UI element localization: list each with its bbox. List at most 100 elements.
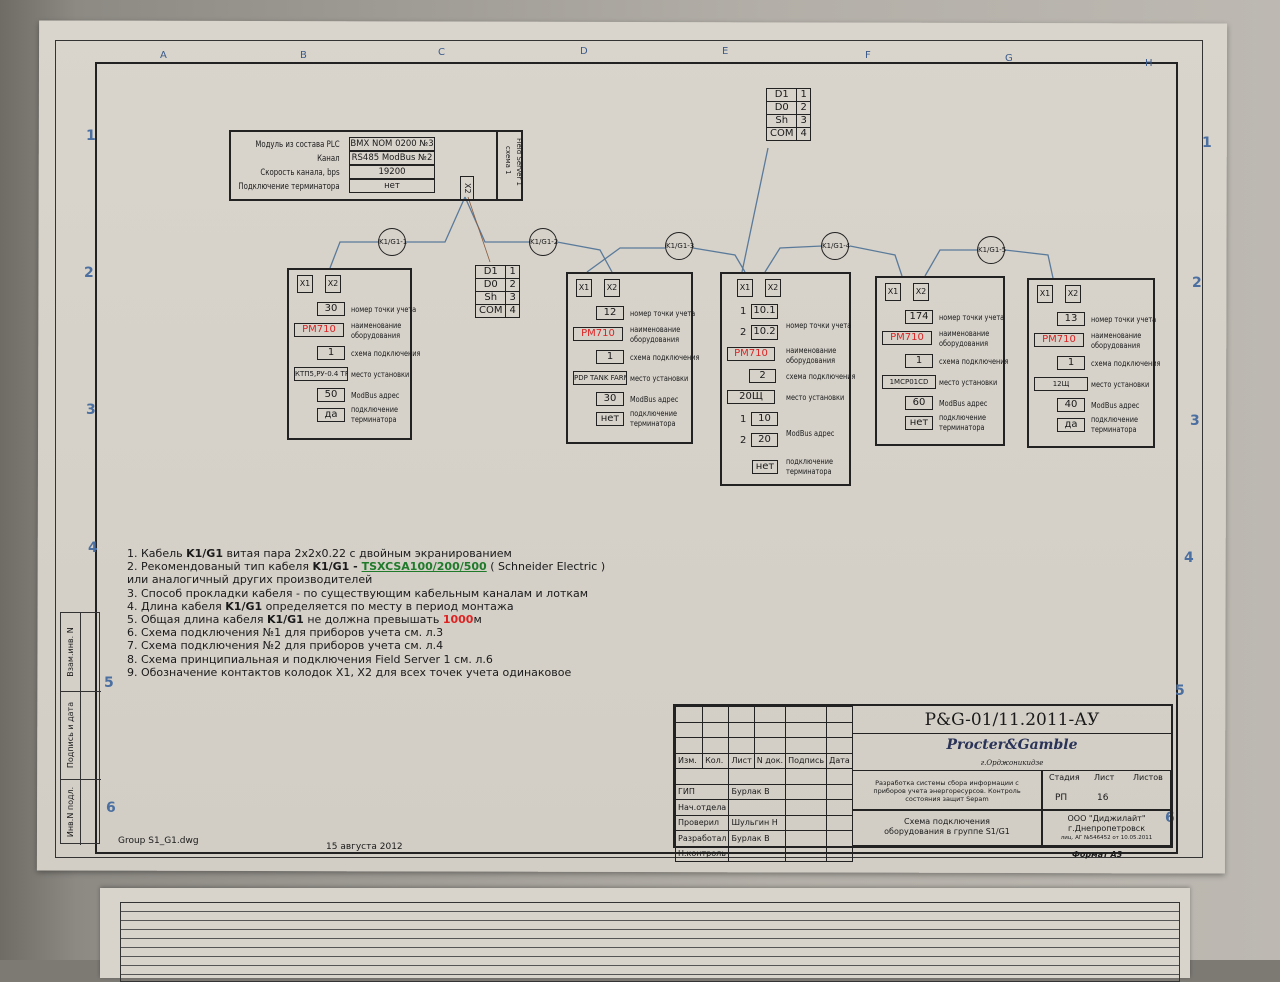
address-index: 1 — [740, 414, 747, 425]
notes: 1. Кабель K1/G1 витая пара 2x2x0.22 с дв… — [127, 547, 605, 679]
install-place: КТП5,РУ-0.4 TR1 — [294, 367, 348, 381]
row-label: 4 — [88, 540, 98, 556]
install-place: 12Щ — [1034, 377, 1088, 391]
point-number: 30 — [317, 302, 345, 316]
note-text: 5. Общая длина кабеля — [127, 613, 267, 627]
address-index: 2 — [740, 435, 747, 446]
role: ГИП — [674, 783, 730, 800]
note-text: не должна превышать — [303, 613, 443, 627]
terminal-signal: COM — [474, 304, 507, 318]
row-label: 3 — [1190, 413, 1200, 429]
terminal-signal: Sh — [474, 291, 507, 305]
row-label: 6 — [106, 800, 116, 816]
cable-label: K1/G1-5 — [977, 236, 1006, 264]
plc-label: Подключение терминатора — [238, 182, 340, 192]
col-label: C — [438, 47, 445, 58]
project-title: Разработка системы сбора информации с пр… — [852, 770, 1042, 810]
note-5: 5. Общая длина кабеля K1/G1 не должна пр… — [127, 613, 605, 626]
wire — [849, 245, 903, 277]
row-label: 6 — [1165, 810, 1175, 826]
file-name: Group S1_G1.dwg — [118, 836, 199, 846]
equipment-name: PM710 — [882, 331, 932, 345]
meter-box: X1 X2 30 номер точки учета PM710 наимено… — [287, 268, 421, 440]
terminal-pin: 4 — [796, 127, 811, 141]
sheet-number: 16 — [1097, 793, 1109, 803]
field-label: схема подключения — [630, 353, 700, 362]
col-label: F — [865, 50, 871, 61]
field-label: оборудования — [351, 331, 401, 340]
plc-port-x2: X2 — [460, 176, 474, 200]
scheme-number: 1 — [317, 346, 345, 360]
field-label: наименование — [939, 329, 990, 338]
company-name: Procter&Gamble — [852, 734, 1171, 756]
terminator-value: да — [317, 408, 345, 422]
modbus-address: 20 — [751, 433, 778, 447]
scheme-number: 2 — [749, 369, 776, 383]
note-4: 4. Длина кабеля K1/G1 определяется по ме… — [127, 600, 605, 613]
note-6: 6. Схема подключения №1 для приборов уче… — [127, 626, 444, 640]
format-label: Формат А3 — [1072, 850, 1123, 859]
terminator-value: нет — [752, 460, 778, 474]
col-label: H — [1145, 58, 1153, 69]
field-label: ModBus адрес — [351, 391, 400, 400]
terminal-x2: X2 — [913, 283, 929, 301]
field-label: терминатора — [939, 423, 985, 432]
terminal-pin: 1 — [505, 265, 520, 279]
field-label: номер точки учета — [351, 305, 417, 314]
modbus-address: 40 — [1057, 398, 1085, 412]
field-label: подключение — [786, 457, 834, 466]
side-stamp: Взам.инв. N Подпись и дата Инв.N подл. — [60, 612, 101, 845]
install-place: 20Щ — [727, 390, 775, 404]
row-label: 2 — [84, 265, 94, 281]
terminal-signal: D1 — [765, 88, 798, 102]
role: Проверил — [674, 814, 730, 831]
field-label: номер точки учета — [939, 313, 1005, 322]
field-label: оборудования — [630, 335, 680, 344]
stage-table: Стадия Лист Листов РП 16 — [1042, 770, 1171, 810]
field-label: место установки — [351, 370, 410, 379]
note-text: 2. Рекомендованый тип кабеля — [127, 560, 313, 574]
terminal-x1: X1 — [885, 283, 901, 301]
note-8: 8. Схема принципиальная и подключения Fi… — [127, 652, 493, 666]
terminal-signal: D1 — [474, 265, 507, 279]
note-text: м — [473, 613, 482, 627]
plc-value: RS485 ModBus №2 — [349, 151, 435, 165]
drawing-content: A B C D E F G H 1 2 3 4 5 6 1 2 3 4 5 6 … — [55, 40, 1212, 862]
note-2: 2. Рекомендованый тип кабеля K1/G1 - TSX… — [127, 560, 605, 573]
equipment-name: PM710 — [1034, 333, 1084, 347]
scheme-label: схема 1 — [504, 146, 512, 175]
inner-frame — [95, 62, 1178, 854]
terminal-signal: Sh — [765, 114, 798, 128]
scheme-number: 1 — [1057, 356, 1085, 370]
signer — [728, 845, 787, 862]
equipment-name: PM710 — [727, 347, 775, 361]
field-label: подключение — [939, 413, 987, 422]
rev-header: Лист — [728, 752, 755, 769]
wire — [692, 247, 746, 273]
point-number: 13 — [1057, 312, 1085, 326]
note-text: витая пара 2x2x0.22 с двойным экранирова… — [223, 547, 512, 560]
field-label: ModBus адрес — [939, 399, 988, 408]
row-label: 5 — [1175, 683, 1185, 699]
cable-id: K1/G1 — [225, 599, 263, 613]
field-label: место установки — [786, 393, 845, 402]
col-label: A — [160, 50, 167, 61]
wire — [329, 241, 379, 269]
wire — [764, 245, 823, 273]
field-label: место установки — [630, 374, 689, 383]
terminal-x2: X2 — [604, 279, 620, 297]
field-label: наименование — [1091, 331, 1142, 340]
document-code: P&G-01/11.2011-АУ — [852, 706, 1171, 734]
cable-label: K1/G1-2 — [529, 228, 558, 256]
modbus-address: 50 — [317, 388, 345, 402]
wire — [586, 247, 665, 273]
terminal-signal: D0 — [765, 101, 798, 115]
role: Разработал — [674, 830, 730, 847]
equipment-name: PM710 — [573, 327, 623, 341]
field-label: терминатора — [1091, 425, 1137, 434]
note-text: 1. Кабель — [127, 547, 187, 560]
install-place: 1MCP01CD — [882, 375, 936, 389]
wire — [405, 196, 466, 243]
field-label: номер точки учета — [630, 309, 696, 318]
